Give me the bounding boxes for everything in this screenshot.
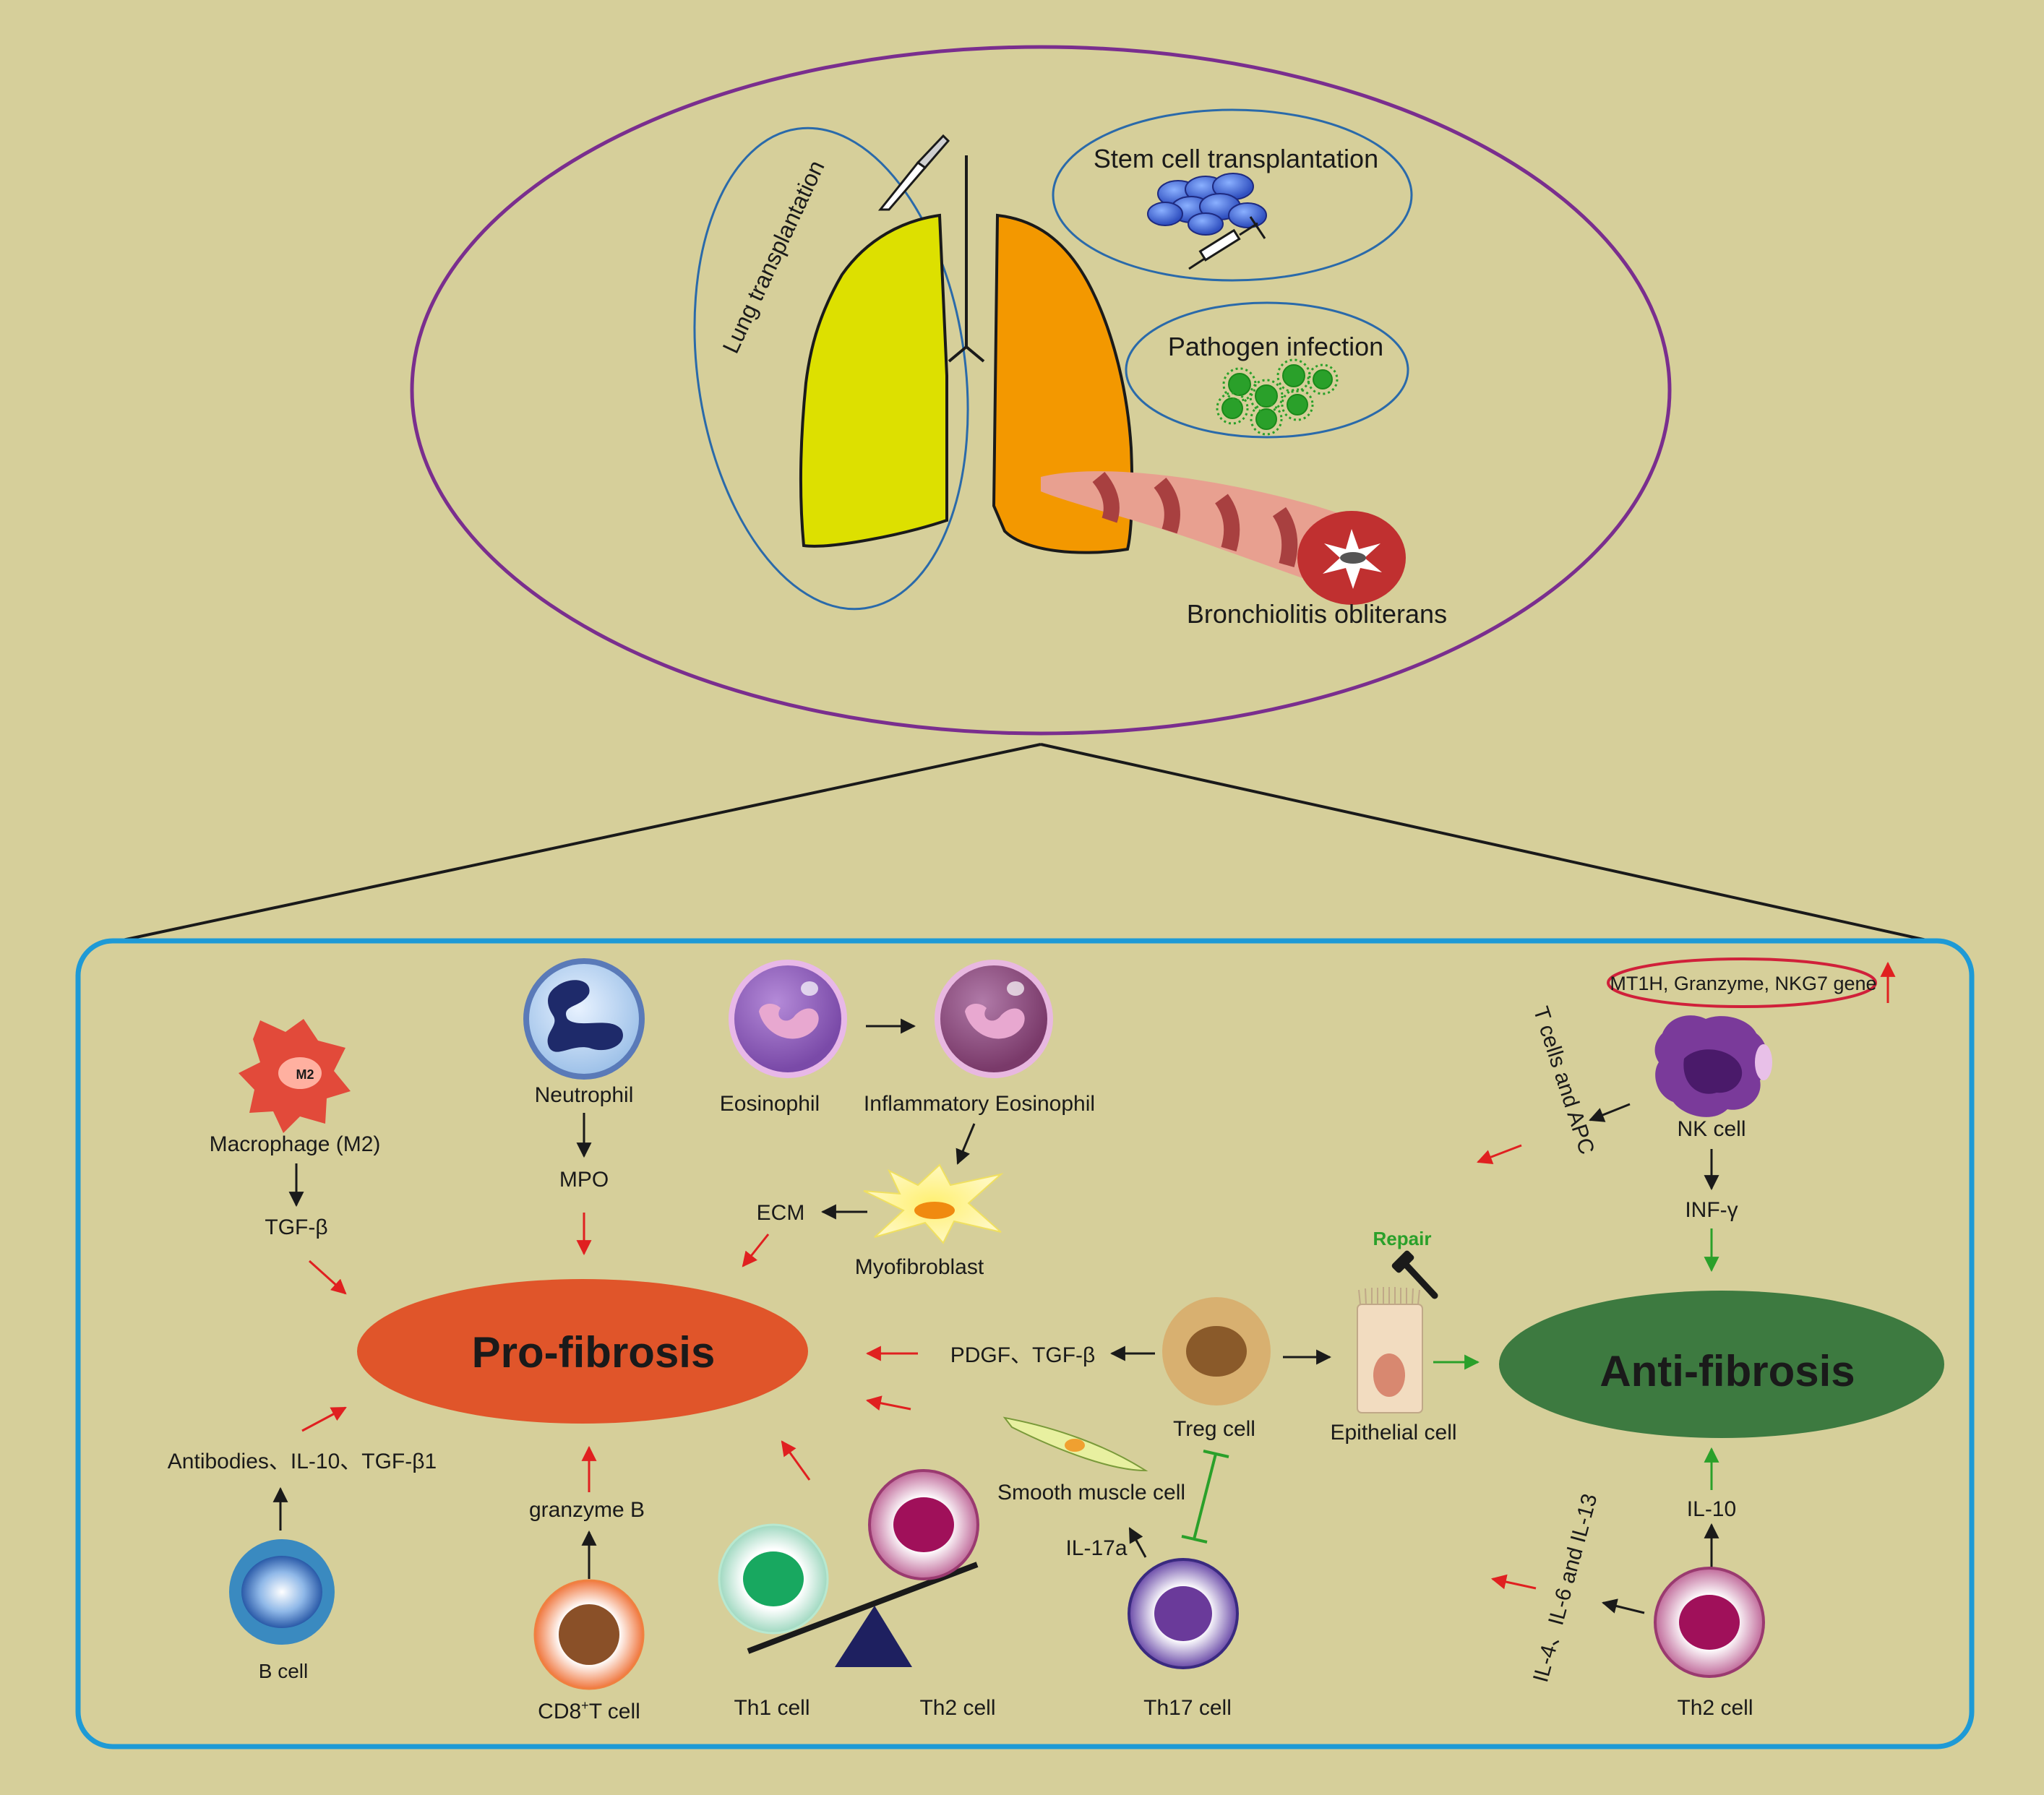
granzyme-b-label: granzyme B: [529, 1498, 645, 1522]
red-arrow-tgf-pro: [308, 1260, 347, 1295]
pathogen-ellipse: [1125, 301, 1409, 439]
virus-spikes: [1216, 358, 1339, 436]
mpo-label: MPO: [559, 1168, 609, 1192]
scalpel-icon: [877, 134, 950, 211]
arrow-nk-tcells: [1589, 1103, 1631, 1122]
eosinophil-icon: [729, 960, 847, 1078]
bronchiolitis-label: Bronchiolitis obliterans: [1187, 599, 1447, 629]
cd8-cell-icon: [533, 1579, 645, 1690]
anti-fibrosis-label: Anti-fibrosis: [1599, 1347, 1855, 1395]
treg-cell-icon: [1162, 1297, 1271, 1406]
ecm-label: ECM: [757, 1201, 805, 1225]
t-cells-apc-label: T cells and APC: [1529, 1004, 1599, 1158]
macrophage-badge: M2: [296, 1067, 314, 1082]
syringe-icon: [1188, 216, 1266, 270]
epithelial-cell-icon: [1357, 1287, 1423, 1413]
b-cell-icon: [229, 1539, 335, 1645]
antibodies-label: Antibodies、IL-10、TGF-β1: [168, 1450, 437, 1473]
seesaw-fulcrum: [835, 1606, 912, 1667]
hammer-icon: [1391, 1250, 1438, 1299]
lung-transplantation-label: Lung transplantation: [717, 156, 829, 357]
red-arrow-tcells: [1477, 1144, 1522, 1165]
bronchiole-icon: [1041, 471, 1406, 605]
seesaw-beam: [747, 1562, 979, 1654]
macrophage-label: Macrophage (M2): [210, 1132, 381, 1156]
red-arrow-seesaw-pro: [781, 1440, 811, 1481]
th1-cell-label: Th1 cell: [734, 1696, 810, 1720]
pdgf-label: PDGF、TGF-β: [950, 1343, 1096, 1367]
arrow-th2-il4: [1601, 1598, 1645, 1614]
smooth-muscle-cell-label: Smooth muscle cell: [997, 1481, 1185, 1505]
mechanism-panel: [75, 938, 1975, 1749]
epithelial-cell-label: Epithelial cell: [1330, 1421, 1456, 1445]
left-lung: [799, 213, 948, 548]
right-lung: [992, 213, 1134, 554]
th17-cell-label: Th17 cell: [1143, 1696, 1232, 1720]
cd8-cell-label: CD8+T cell: [538, 1698, 640, 1723]
il10-label: IL-10: [1687, 1497, 1736, 1521]
zoom-line-left: [119, 743, 1042, 942]
red-arrow-ecm-pro: [742, 1234, 770, 1267]
th2-cell-right-icon: [1654, 1567, 1765, 1678]
th2-cell-right-label: Th2 cell: [1677, 1696, 1753, 1720]
eosinophil-label: Eosinophil: [720, 1092, 820, 1116]
nk-cell-label: NK cell: [1677, 1117, 1745, 1141]
neutrophil-icon: [523, 958, 645, 1080]
th17-cell-icon: [1128, 1558, 1239, 1669]
nk-cell-icon: [1654, 1015, 1772, 1117]
outer-ellipse: [410, 45, 1672, 736]
tgf-b-label-left: TGF-β: [265, 1215, 327, 1239]
smooth-muscle-cell-icon: [1002, 1416, 1148, 1472]
th2-cell-center-icon: [868, 1469, 979, 1580]
trachea: [948, 155, 985, 363]
arrow-il17a-smooth: [1128, 1527, 1147, 1558]
pro-fibrosis-ellipse: [357, 1279, 808, 1424]
il4-label: IL-4、IL-6 and IL-13: [1529, 1491, 1602, 1685]
treg-cell-label: Treg cell: [1173, 1417, 1255, 1441]
th2-cell-center-label: Th2 cell: [919, 1696, 995, 1720]
stem-cell-ellipse: [1052, 108, 1413, 282]
pro-fibrosis-label: Pro-fibrosis: [472, 1328, 716, 1377]
arrow-inflammatory-myofibroblast: [956, 1123, 976, 1165]
myofibroblast-label: Myofibroblast: [855, 1255, 984, 1279]
anti-fibrosis-ellipse: [1499, 1291, 1944, 1438]
macrophage-icon: [239, 1019, 351, 1133]
mt1h-gene-oval: [1607, 957, 1877, 1008]
repair-label: Repair: [1373, 1228, 1432, 1249]
red-arrow-smooth-pro: [865, 1395, 911, 1411]
pathogen-label: Pathogen infection: [1168, 332, 1383, 361]
inflammatory-eosinophil-label: Inflammatory Eosinophil: [864, 1092, 1095, 1116]
virus-icon: [1221, 364, 1333, 430]
inhibition-treg-th17: [1181, 1450, 1229, 1544]
inflammatory-eosinophil-icon: [935, 960, 1053, 1078]
stem-cell-label: Stem cell transplantation: [1094, 144, 1378, 173]
red-arrow-il4: [1490, 1574, 1537, 1590]
mt1h-label: MT1H, Granzyme, NKG7 gene: [1610, 973, 1876, 994]
neutrophil-label: Neutrophil: [535, 1083, 634, 1107]
red-arrow-antibodies-pro: [301, 1406, 347, 1432]
myofibroblast-icon: [863, 1163, 1004, 1244]
stem-cells-icon: [1147, 173, 1267, 236]
il17a-label: IL-17a: [1065, 1536, 1127, 1560]
th1-cell-icon: [718, 1523, 829, 1635]
b-cell-label: B cell: [259, 1660, 308, 1682]
zoom-line-right: [1040, 743, 1931, 942]
inf-g-label: INF-γ: [1685, 1198, 1738, 1222]
